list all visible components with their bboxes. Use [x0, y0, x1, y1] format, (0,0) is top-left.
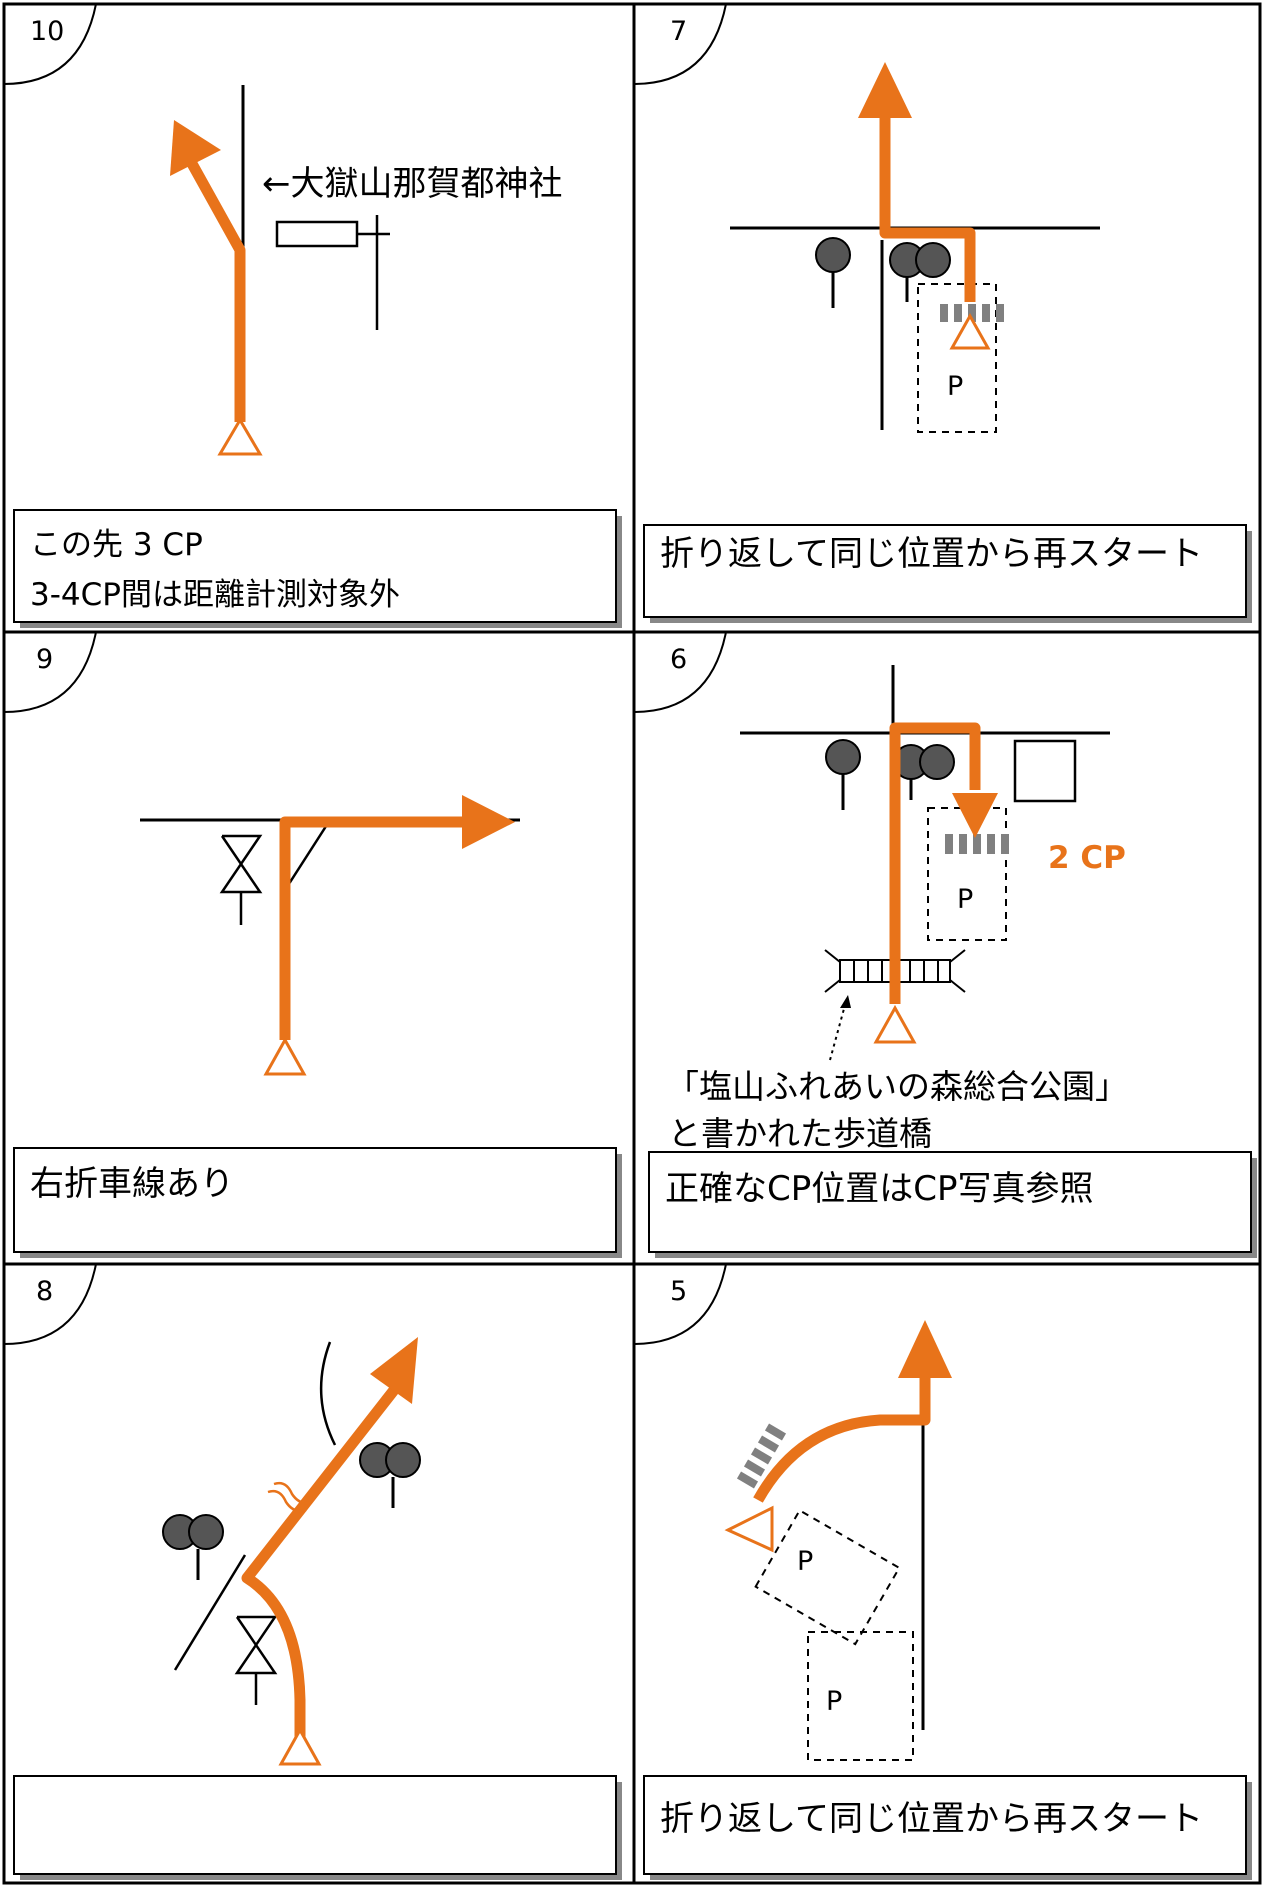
- route-arrowhead: [170, 120, 221, 176]
- shrine-label: ←大獄山那賀都神社: [262, 164, 563, 204]
- traffic-signal: [825, 739, 955, 810]
- start-triangle: [263, 1036, 307, 1076]
- caption-text: 3-4CP間は距離計測対象外: [30, 577, 400, 613]
- footbridge-label: と書かれた歩道橋: [668, 1114, 932, 1153]
- footbridge-pointer: [829, 1004, 846, 1061]
- cp-stripes: [736, 1423, 787, 1489]
- route-line: [185, 157, 246, 422]
- panel-number: 10: [30, 16, 64, 47]
- panel-9-diagram: [140, 795, 520, 1076]
- caption-text: 正確なCP位置はCP写真参照: [665, 1169, 1094, 1209]
- route-line: [879, 115, 976, 302]
- route-line: [753, 1375, 931, 1503]
- pedestrian-bridge-symbol: [234, 1615, 278, 1705]
- start-triangle: [873, 1004, 917, 1044]
- traffic-signal: [162, 1442, 421, 1580]
- parking-label: P: [947, 371, 963, 402]
- panel-number-tabs: 10 7 9 6 8 5: [3, 3, 727, 1345]
- start-triangle: [217, 417, 263, 456]
- panel-number: 9: [36, 644, 53, 675]
- parking-area: [917, 283, 997, 433]
- caption-text: 折り返して同じ位置から再スタート: [660, 1799, 1203, 1839]
- route-arrowhead: [898, 1320, 952, 1378]
- parking-area: [807, 1631, 914, 1761]
- panel-8-diagram: [162, 1337, 421, 1766]
- panel-number: 5: [670, 1276, 687, 1307]
- caption-text: この先 3 CP: [30, 527, 203, 563]
- route-arrowhead: [462, 795, 515, 849]
- panel-6-diagram: P 2 CP 「塩山ふれあいの森総合公園」 と書: [666, 665, 1128, 1153]
- parking-label: P: [957, 884, 973, 915]
- start-triangle: [278, 1726, 322, 1766]
- caption-boxes: この先 3 CP 3-4CP間は距離計測対象外 折り返して同じ位置から再スタート…: [13, 509, 1257, 1880]
- shrine-sign: [275, 220, 359, 248]
- route-line: [279, 816, 470, 1040]
- route-arrowhead: [858, 62, 912, 118]
- traffic-signal: [815, 237, 951, 308]
- footbridge-label: 「塩山ふれあいの森総合公園」: [666, 1067, 1128, 1106]
- parking-label: P: [797, 1546, 813, 1577]
- panel-10-diagram: ←大獄山那賀都神社: [170, 85, 563, 456]
- panel-7-diagram: P: [730, 62, 1100, 433]
- route-arrowhead: [952, 793, 998, 838]
- start-triangle: [949, 312, 991, 350]
- cp-label: 2 CP: [1048, 840, 1126, 876]
- pedestrian-bridge-symbol: [219, 834, 263, 925]
- parking-area: [927, 807, 1007, 941]
- caption-text: 折り返して同じ位置から再スタート: [660, 534, 1203, 574]
- parking-label: P: [826, 1686, 842, 1717]
- route-arrowhead: [370, 1337, 418, 1404]
- route-line: [889, 722, 981, 1004]
- road-break-mark: [267, 1481, 313, 1513]
- panel-number: 6: [670, 644, 687, 675]
- caption-text: 右折車線あり: [30, 1164, 234, 1204]
- cp-stripes: [945, 834, 1009, 854]
- panel-5-diagram: P P: [724, 1320, 952, 1761]
- start-triangle: [724, 1505, 774, 1553]
- building: [1013, 739, 1077, 803]
- parking-area: [754, 1509, 901, 1646]
- route-line: [241, 1381, 403, 1738]
- panel-number: 7: [670, 16, 687, 47]
- panel-number: 8: [36, 1276, 53, 1307]
